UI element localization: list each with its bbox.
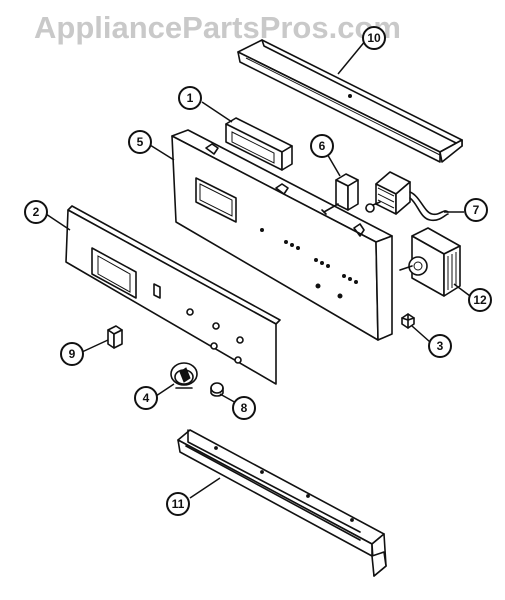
panel-knob-holes bbox=[186, 308, 244, 364]
leader-lines bbox=[45, 39, 471, 499]
callout-5: 5 bbox=[128, 130, 152, 154]
part-display-board bbox=[225, 117, 293, 171]
svg-text:3: 3 bbox=[437, 339, 444, 353]
callout-10: 10 bbox=[362, 26, 386, 50]
part-motor bbox=[365, 171, 449, 222]
svg-text:9: 9 bbox=[69, 347, 76, 361]
svg-text:10: 10 bbox=[367, 31, 381, 45]
watermark-logo: AppliancePartsPros.com bbox=[34, 10, 401, 45]
callout-7: 7 bbox=[464, 198, 488, 222]
part-knob bbox=[170, 362, 198, 389]
callout-3: 3 bbox=[428, 334, 452, 358]
callout-8: 8 bbox=[232, 396, 256, 420]
panel-holes bbox=[260, 228, 358, 299]
callout-12: 12 bbox=[468, 288, 492, 312]
svg-text:7: 7 bbox=[473, 203, 480, 217]
part-control-panel bbox=[171, 129, 393, 341]
svg-text:12: 12 bbox=[473, 293, 487, 307]
callout-1: 1 bbox=[178, 86, 202, 110]
svg-text:11: 11 bbox=[172, 497, 185, 511]
part-top-trim bbox=[237, 39, 463, 163]
callout-2: 2 bbox=[24, 200, 48, 224]
part-switch bbox=[321, 173, 359, 215]
callout-9: 9 bbox=[60, 342, 84, 366]
part-rocker bbox=[107, 325, 123, 349]
part-button-cap bbox=[210, 382, 224, 397]
svg-text:2: 2 bbox=[33, 205, 40, 219]
svg-text:4: 4 bbox=[143, 391, 150, 405]
callout-11: 11 bbox=[166, 492, 190, 516]
part-clip bbox=[401, 313, 415, 329]
callout-4: 4 bbox=[134, 386, 158, 410]
svg-text:5: 5 bbox=[137, 135, 144, 149]
svg-text:6: 6 bbox=[319, 139, 326, 153]
part-timer bbox=[399, 227, 461, 297]
part-front-panel bbox=[65, 205, 281, 385]
part-bottom-trim bbox=[177, 429, 387, 577]
svg-text:1: 1 bbox=[187, 91, 194, 105]
svg-text:8: 8 bbox=[241, 401, 248, 415]
callout-6: 6 bbox=[310, 134, 334, 158]
